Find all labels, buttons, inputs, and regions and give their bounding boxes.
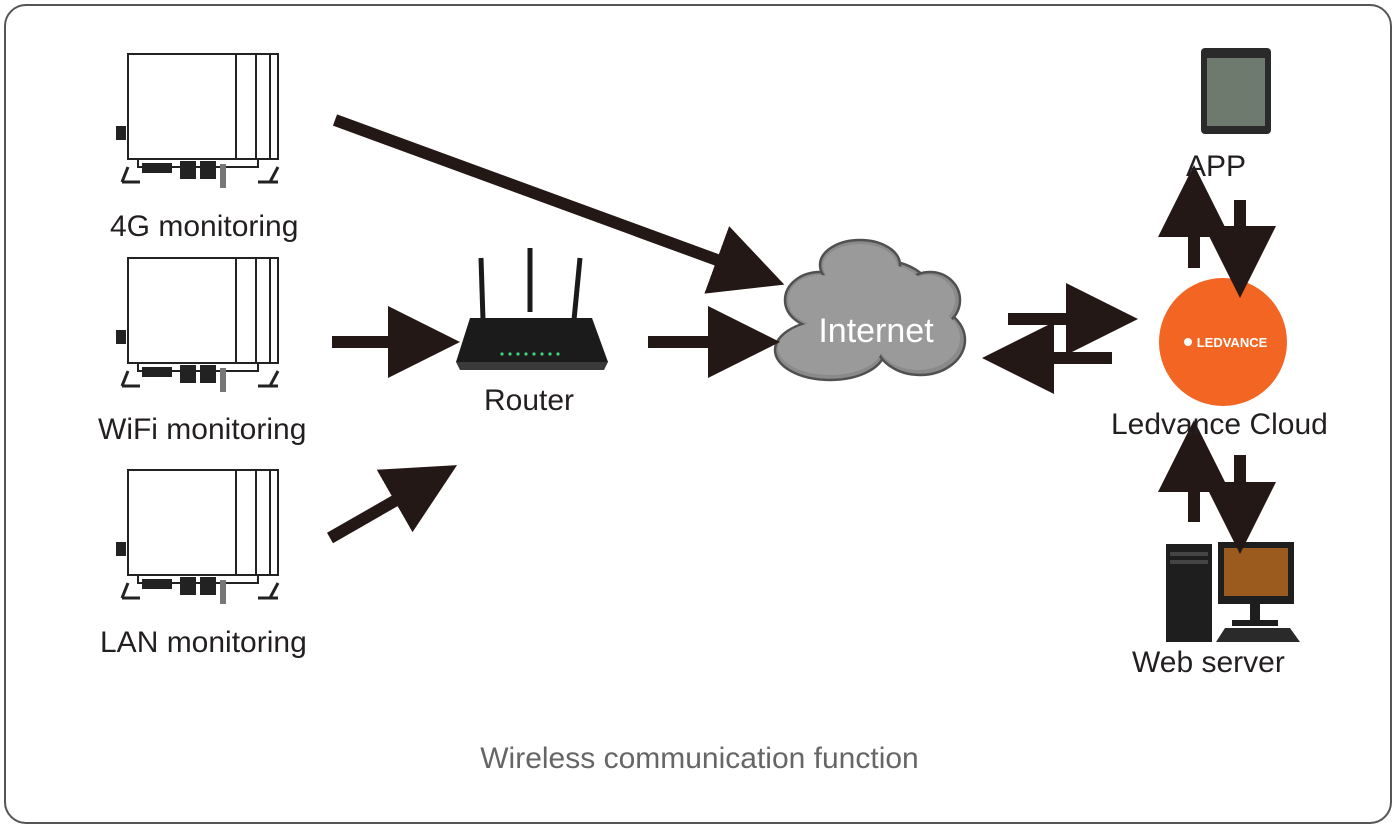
ledvance-cloud-label: Ledvance Cloud — [1111, 408, 1328, 441]
app-label: APP — [1186, 150, 1247, 183]
diagram-canvas: LEDVANCE Internet — [114, 48, 1300, 642]
phone-icon — [1201, 48, 1271, 134]
router-icon — [456, 248, 608, 370]
inverter-wifi-icon — [114, 256, 280, 394]
inverter-4g-icon — [114, 52, 280, 190]
web-server-label: Web server — [1132, 646, 1285, 679]
ledvance-logo-text: LEDVANCE — [1197, 335, 1268, 350]
router-label: Router — [484, 384, 575, 417]
diagram-caption: Wireless communication function — [480, 742, 919, 775]
inverter-lan-icon — [114, 468, 280, 606]
inverter-4g-label: 4G monitoring — [110, 210, 299, 243]
inverter-wifi-label: WiFi monitoring — [98, 413, 307, 446]
arrow-lan-to-router — [327, 465, 458, 544]
arrow-4g-to-internet — [332, 114, 785, 294]
arrows-group — [327, 114, 1276, 554]
web-server-icon — [1166, 542, 1300, 642]
ledvance-cloud-icon — [1159, 278, 1287, 406]
internet-cloud-icon — [773, 238, 967, 382]
internet-label: Internet — [818, 312, 934, 350]
inverter-lan-label: LAN monitoring — [100, 626, 307, 659]
